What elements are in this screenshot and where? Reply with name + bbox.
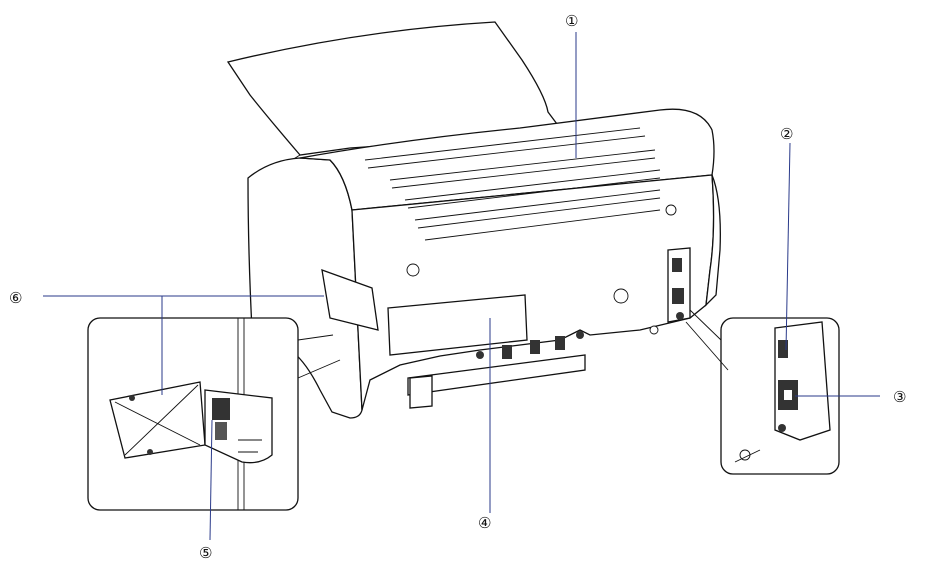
rating-label-plate [387,294,528,356]
callout-2: ② [780,125,793,143]
callout-1: ① [565,12,578,30]
callout-6: ⑥ [9,289,22,307]
screw-hole [406,263,420,277]
usb-port-detail [87,317,341,511]
callout-3: ③ [893,388,906,406]
leader-lines [43,32,880,541]
usb-port-cover [321,269,379,331]
power-socket-detail [685,309,840,475]
rear-vents [364,127,661,241]
callout-5: ⑤ [199,544,212,562]
screw-hole [613,288,629,304]
printer-body [247,108,721,419]
screw-hole [665,204,677,216]
callout-4: ④ [478,514,491,532]
